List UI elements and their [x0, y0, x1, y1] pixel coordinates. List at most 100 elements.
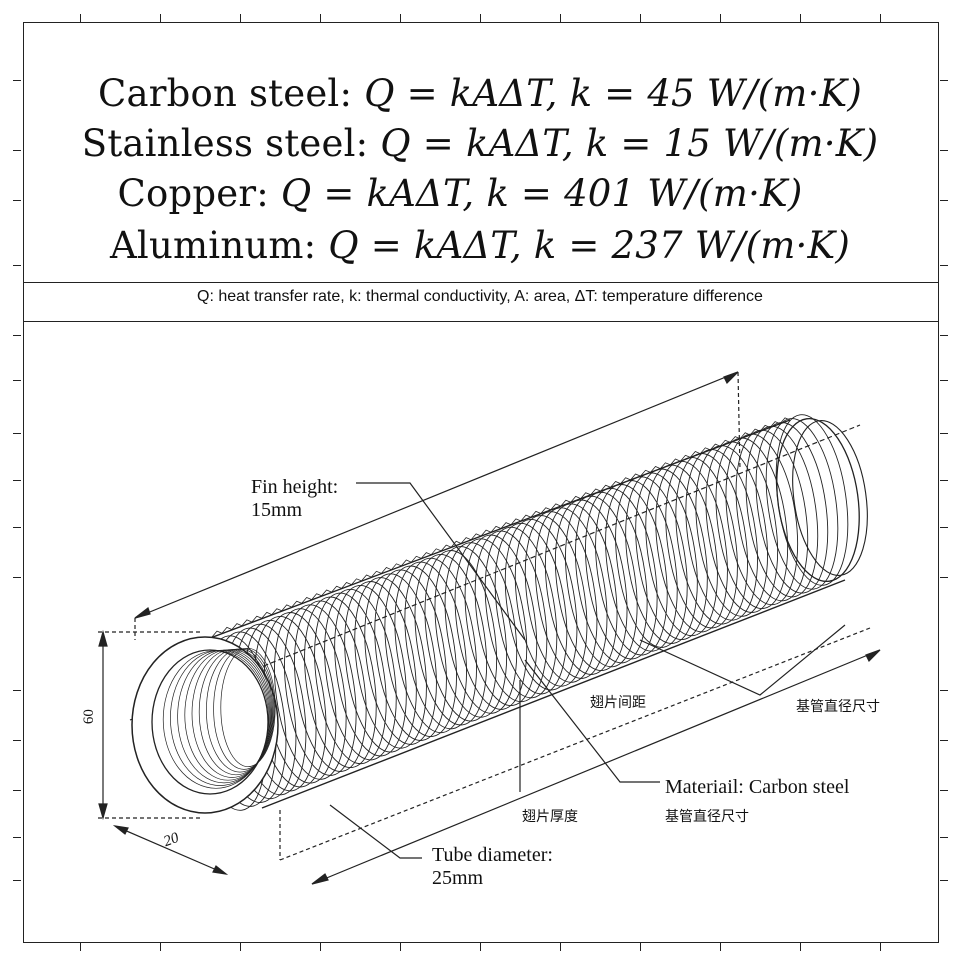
equation-stainless-steel: Stainless steel: Q = kAΔT, k = 15 W/(m·K…	[0, 122, 960, 165]
border-tick	[320, 14, 322, 22]
equation-carbon-steel: Carbon steel: Q = kAΔT, k = 45 W/(m·K)	[0, 72, 960, 115]
border-tick	[480, 943, 482, 951]
fin-ring	[504, 518, 578, 691]
material-leader	[524, 659, 660, 783]
border-tick	[940, 837, 948, 839]
fin-height-label: Fin height:	[251, 476, 339, 498]
border-tick	[400, 14, 402, 22]
tube-inner-rings	[162, 647, 276, 789]
fin-ring	[394, 561, 467, 734]
border-tick	[240, 14, 242, 22]
formula: Q = kAΔT, k = 45 W/(m·K)	[364, 72, 863, 115]
fin-ring	[524, 511, 598, 683]
border-tick	[13, 480, 21, 482]
border-tick	[880, 14, 882, 22]
fin-ring	[274, 608, 347, 780]
border-tick	[13, 790, 21, 792]
arrowhead	[311, 873, 329, 885]
fin-ring	[294, 600, 367, 772]
fin-ring	[655, 460, 728, 633]
length-dimension-line	[134, 371, 739, 619]
border-tick	[13, 335, 21, 337]
arrowhead	[865, 649, 881, 663]
border-tick	[940, 880, 948, 882]
fin-ring	[745, 425, 819, 598]
border-tick	[940, 527, 948, 529]
border-tick	[800, 14, 802, 22]
fin-ring	[374, 569, 447, 741]
fin-ring	[715, 437, 788, 610]
border-tick	[940, 335, 948, 337]
fin-ring	[364, 573, 437, 745]
lower-dimension-line	[311, 649, 881, 885]
border-tick	[940, 80, 948, 82]
border-tick	[720, 14, 722, 22]
border-tick	[80, 14, 82, 22]
border-tick	[720, 943, 722, 951]
fin-ring	[565, 495, 638, 668]
fin-ring	[735, 429, 809, 602]
border-tick	[560, 14, 562, 22]
variable-legend: Q: heat transfer rate, k: thermal conduc…	[197, 288, 763, 305]
tube-diameter-leader	[329, 804, 422, 859]
fin-ring	[404, 557, 477, 730]
border-tick	[13, 150, 21, 152]
arrowhead	[212, 865, 229, 875]
arrowhead	[98, 629, 108, 647]
height-dimension-value: 60	[80, 709, 97, 725]
fin-height-leader	[356, 482, 526, 641]
fin-ring	[555, 499, 628, 672]
centerline	[279, 627, 871, 861]
material-label: Materiail: Carbon steel	[665, 776, 850, 798]
border-tick	[13, 380, 21, 382]
fin-tip-serration	[211, 417, 791, 638]
tube-bottom-edge	[261, 579, 846, 809]
fin-ring	[675, 453, 748, 625]
border-tick	[13, 80, 21, 82]
fin-height-value: 15mm	[251, 499, 303, 521]
arrowhead	[112, 825, 129, 835]
border-tick	[13, 200, 21, 202]
fin-height-annotation: Fin height: 15mm	[251, 476, 338, 522]
base-diameter-leader	[639, 624, 846, 696]
fin-ring	[635, 468, 708, 641]
fin-ring	[755, 422, 829, 594]
material-name: Aluminum:	[110, 224, 317, 267]
inner-fin-ring	[220, 647, 276, 768]
fin-ring	[514, 515, 588, 687]
fin-ring	[464, 534, 538, 707]
border-tick	[940, 433, 948, 435]
fin-ring	[474, 530, 548, 703]
fin-ring	[384, 565, 457, 738]
fin-ring	[454, 538, 528, 710]
border-tick	[160, 14, 162, 22]
legend-divider	[23, 321, 939, 322]
border-tick	[940, 480, 948, 482]
border-tick	[940, 790, 948, 792]
tube-body	[131, 414, 868, 814]
fin-ring	[725, 433, 798, 606]
border-tick	[13, 690, 21, 692]
fin-spacing-label: 翅片间距	[590, 695, 646, 711]
border-tick	[940, 740, 948, 742]
border-tick	[940, 265, 948, 267]
fin-ring	[535, 507, 608, 679]
fin-ring	[775, 414, 849, 586]
tube-far-end-rim	[792, 420, 868, 576]
border-tick	[640, 943, 642, 951]
arrowhead	[134, 607, 151, 619]
fin-ring	[414, 553, 487, 726]
border-tick	[940, 577, 948, 579]
equation-divider	[23, 282, 939, 283]
border-tick	[13, 740, 21, 742]
fin-ring	[665, 456, 738, 629]
border-tick	[880, 943, 882, 951]
border-tick	[400, 943, 402, 951]
material-name: Carbon steel:	[97, 72, 353, 115]
drawing-border	[23, 22, 939, 943]
fin-ring	[575, 491, 648, 664]
border-tick	[13, 880, 21, 882]
equation-aluminum: Aluminum: Q = kAΔT, k = 237 W/(m·K)	[0, 224, 960, 267]
